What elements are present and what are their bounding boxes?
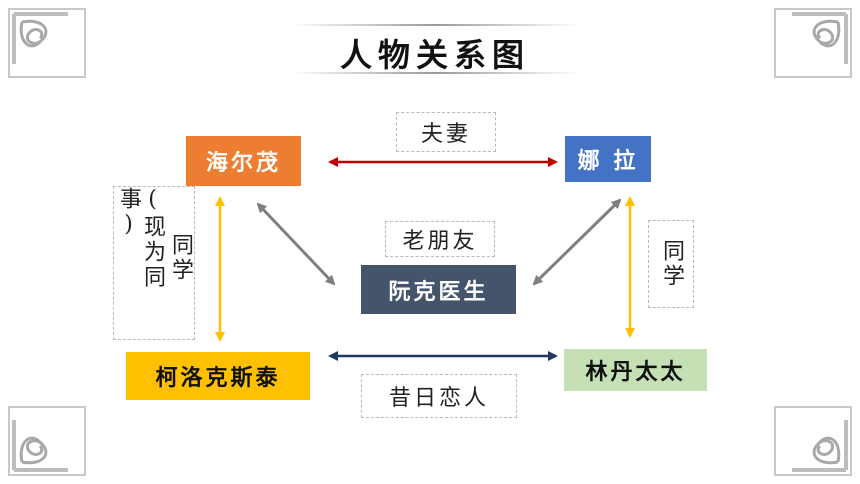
corner-ornament-bottom-left bbox=[8, 406, 86, 476]
page-title: 人物关系图 bbox=[339, 36, 530, 74]
node-linde: 林丹太太 bbox=[564, 349, 707, 391]
corner-ornament-top-right bbox=[774, 8, 852, 78]
label-classmate-left: 同学 bbox=[168, 233, 193, 283]
label-old-friend: 老朋友 bbox=[385, 221, 495, 257]
label-colleague-note: (现为同事) bbox=[116, 187, 165, 290]
corner-ornament-top-left bbox=[8, 8, 86, 78]
friend-arrow-left bbox=[256, 202, 336, 286]
title-rule-bottom bbox=[290, 72, 580, 74]
friend-arrow-right bbox=[532, 198, 622, 286]
title-banner: 人物关系图 bbox=[290, 18, 580, 78]
label-classmate-right: 同学 bbox=[648, 220, 694, 308]
node-helmer: 海尔茂 bbox=[186, 136, 301, 186]
title-rule-top bbox=[290, 24, 580, 26]
node-krogstad: 柯洛克斯泰 bbox=[126, 352, 310, 400]
label-former-lovers: 昔日恋人 bbox=[361, 374, 517, 418]
label-spouse: 夫妻 bbox=[396, 112, 496, 152]
label-classmate-colleague: 同学 (现为同事) bbox=[113, 186, 195, 340]
corner-ornament-bottom-right bbox=[774, 406, 852, 476]
node-rank: 阮克医生 bbox=[361, 265, 516, 314]
node-nora: 娜 拉 bbox=[565, 136, 651, 182]
